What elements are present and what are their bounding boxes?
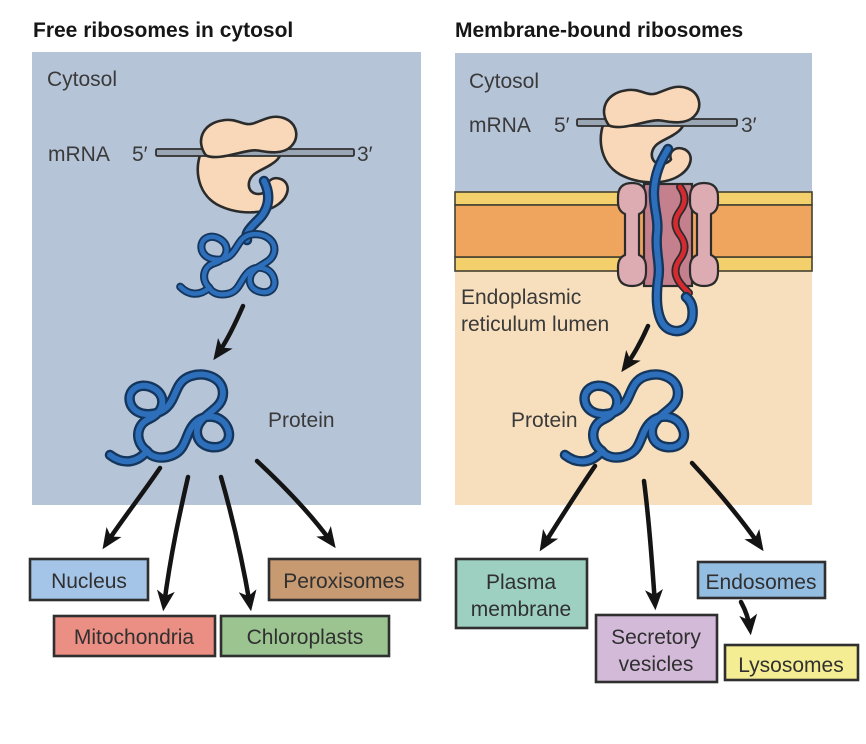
right-three-prime-label: 3′ <box>741 114 757 137</box>
secretory-vesicles-label-line1: Secretory <box>611 626 701 649</box>
er-lumen-label-line2: reticulum lumen <box>461 313 609 336</box>
right-ribosome-small-subunit <box>602 85 701 129</box>
arrow-to-plasma-membrane <box>539 463 598 552</box>
right-cytosol-label: Cytosol <box>469 70 539 93</box>
endosomes-box <box>696 560 827 600</box>
mitochondria-label: Mitochondria <box>74 626 195 649</box>
chloroplasts-label: Chloroplasts <box>247 626 364 649</box>
secretory-vesicles-label-line2: vesicles <box>619 653 694 676</box>
left-panel-title: Free ribosomes in cytosol <box>33 19 293 42</box>
arrow-endosomes-to-lysosomes <box>738 599 758 636</box>
chloroplasts-box <box>219 614 391 658</box>
right-panel-title: Membrane-bound ribosomes <box>455 19 743 42</box>
left-folding-arrow <box>213 303 246 361</box>
left-three-prime-label: 3′ <box>357 143 373 166</box>
plasma-membrane-label-line1: Plasma <box>486 571 556 594</box>
plasma-membrane-box <box>454 557 589 630</box>
left-cytosol-label: Cytosol <box>47 68 117 91</box>
mitochondria-box <box>52 614 217 658</box>
right-folding-arrow <box>621 323 651 373</box>
endosomes-label: Endosomes <box>706 571 817 594</box>
er-lumen-label-line1: Endoplasmic <box>461 286 581 309</box>
arrow-to-peroxisomes <box>254 458 336 549</box>
secretory-vesicles-box <box>594 613 719 684</box>
arrow-to-mitochondria <box>156 474 191 612</box>
left-five-prime-label: 5′ <box>132 143 148 166</box>
lysosomes-label: Lysosomes <box>738 654 843 677</box>
peroxisomes-label: Peroxisomes <box>283 570 404 593</box>
arrow-to-nucleus <box>102 465 163 550</box>
nucleus-label: Nucleus <box>51 570 127 593</box>
right-protein-label: Protein <box>511 409 578 432</box>
left-ribosome-small-subunit <box>199 115 298 159</box>
peroxisomes-box <box>267 557 422 602</box>
right-five-prime-label: 5′ <box>554 114 570 137</box>
right-mrna-label: mRNA <box>469 114 531 137</box>
left-protein-label: Protein <box>268 409 335 432</box>
plasma-membrane-label-line2: membrane <box>471 598 571 621</box>
lysosomes-box <box>723 643 860 682</box>
nucleus-box <box>28 557 150 602</box>
arrow-to-chloroplasts <box>218 474 257 612</box>
left-mrna-label: mRNA <box>48 143 110 166</box>
arrow-to-endosomes <box>689 460 764 552</box>
arrow-to-secretory-vesicles <box>641 478 663 611</box>
